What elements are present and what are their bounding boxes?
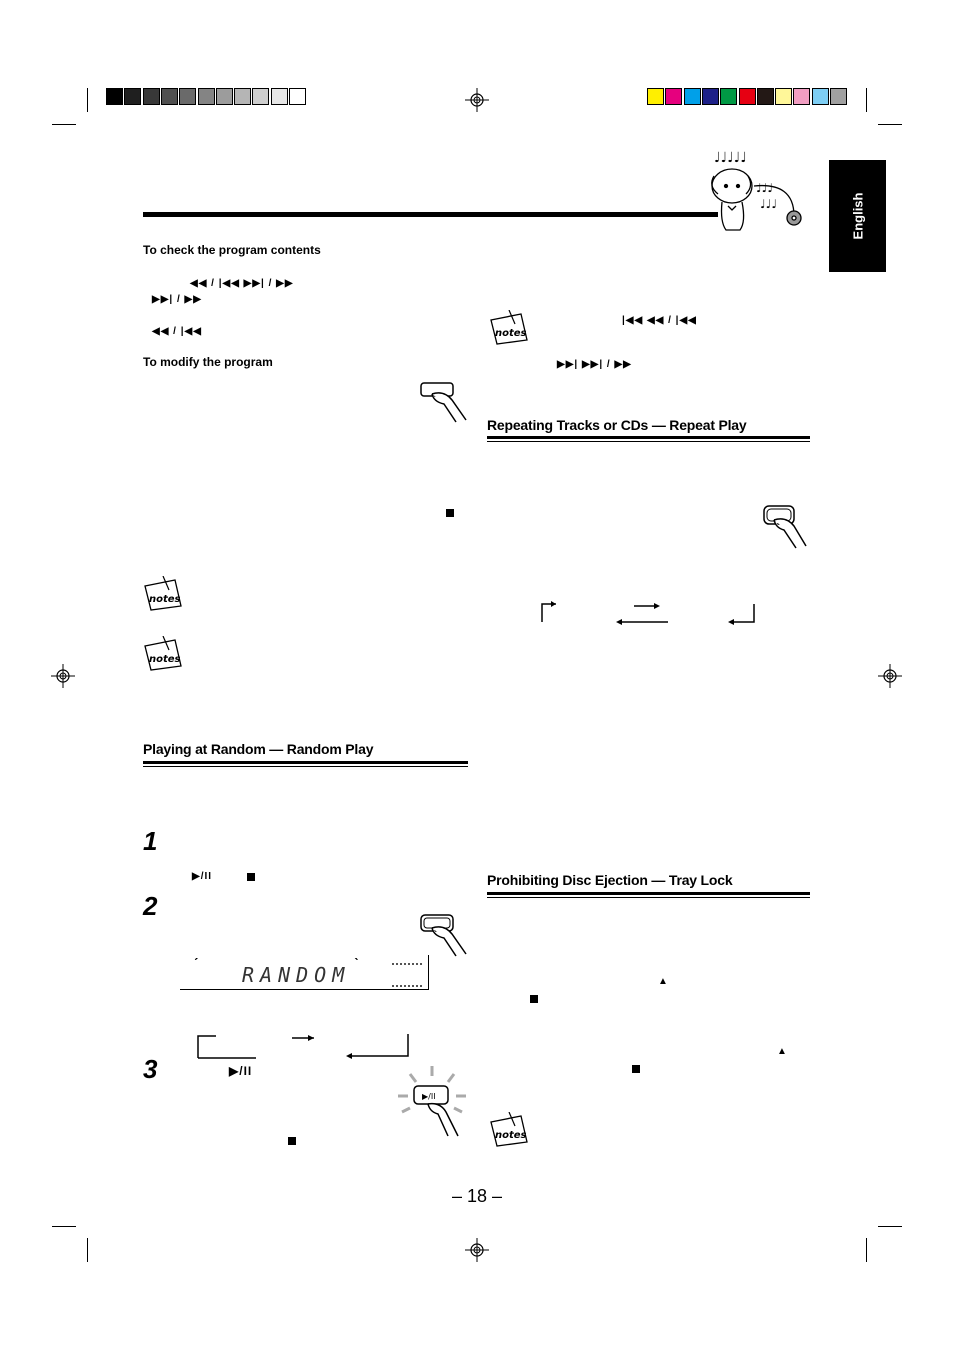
step-number: 3 [143, 1054, 158, 1084]
registration-mark-icon [465, 88, 489, 112]
color-swatch [270, 88, 288, 105]
crop-mark [52, 124, 76, 125]
display-text: RANDOM [242, 963, 351, 987]
color-swatch [124, 88, 142, 105]
color-swatch [215, 88, 233, 105]
color-swatch [701, 88, 719, 105]
back-buttons-symbol: ◀◀ / |◀◀ [152, 326, 202, 337]
step-number: 1 [143, 826, 158, 856]
notes-icon: notes [490, 1112, 528, 1147]
forward-buttons-symbol: ▶▶| / ▶▶ [152, 294, 202, 305]
play-pause-symbol: ▶/II [192, 871, 213, 882]
svg-text:notes: notes [149, 654, 181, 665]
heading-rule [487, 436, 810, 439]
display-tick: ˊ [194, 955, 199, 971]
registration-mark-icon [51, 664, 75, 688]
color-swatch [142, 88, 160, 105]
color-swatch [793, 88, 811, 105]
color-swatch [160, 88, 178, 105]
color-swatch [775, 88, 793, 105]
repeat-play-heading: Repeating Tracks or CDs — Repeat Play [487, 417, 747, 433]
random-play-heading: Playing at Random — Random Play [143, 741, 374, 757]
color-swatch [289, 88, 306, 105]
dog-mascot-icon: ♩♩♩♩♩ ♩♩♩ ♩♩♩ [711, 150, 802, 231]
svg-text:notes: notes [495, 328, 527, 339]
svg-text:♩♩♩: ♩♩♩ [756, 181, 773, 195]
skip-buttons-symbol: ◀◀ / |◀◀ ▶▶| / ▶▶ [190, 278, 294, 289]
stop-symbol-icon [530, 995, 538, 1003]
svg-text:notes: notes [149, 594, 181, 605]
notes-icon: notes [144, 576, 182, 611]
stop-symbol-icon [446, 509, 454, 517]
skip-back-symbol: |◀◀ ◀◀ / |◀◀ [622, 315, 697, 326]
stop-symbol-icon [247, 873, 255, 881]
page-number: – 18 – [451, 1186, 503, 1206]
crop-mark [878, 124, 902, 125]
crop-mark [52, 1226, 76, 1227]
skip-forward-symbol: ▶▶| ▶▶| / ▶▶ [557, 359, 632, 370]
crop-mark [866, 1238, 867, 1262]
color-swatch [720, 88, 738, 105]
flashing-play-button-icon: ▶/II [398, 1066, 466, 1137]
heading-rule [487, 441, 810, 442]
notes-icon: notes [490, 310, 528, 345]
display-tick: ˋ [354, 955, 359, 971]
heading-rule [487, 892, 810, 895]
color-swatch [811, 88, 829, 105]
crop-mark [87, 88, 88, 112]
language-tab: English [829, 160, 886, 272]
color-swatch [234, 88, 252, 105]
finger-press-icon [420, 914, 467, 957]
display-panel: ˊ ˋ RANDOM [180, 955, 429, 990]
svg-text:♩♩♩: ♩♩♩ [760, 197, 777, 211]
play-pause-symbol: ▶/II [229, 1064, 253, 1078]
button-label: ▶/II [422, 1092, 436, 1101]
color-swatch [179, 88, 197, 105]
svg-text:notes: notes [495, 1130, 527, 1141]
crop-mark [87, 1238, 88, 1262]
display-indicator-icon [392, 963, 422, 987]
crop-mark [866, 88, 867, 112]
modify-program-heading: To modify the program [143, 355, 273, 369]
color-swatch [665, 88, 683, 105]
mode-cycle-arrows-icon [197, 1034, 409, 1059]
tray-lock-heading: Prohibiting Disc Ejection — Tray Lock [487, 872, 733, 888]
color-swatch [106, 88, 123, 105]
stop-symbol-icon [288, 1137, 296, 1145]
color-swatch [647, 88, 664, 105]
registration-mark-icon [878, 664, 902, 688]
heading-rule [143, 766, 468, 767]
eject-symbol: ▲ [658, 976, 669, 987]
registration-mark-icon [465, 1238, 489, 1262]
color-swatch [738, 88, 756, 105]
finger-press-icon [763, 505, 807, 549]
language-tab-label: English [850, 192, 865, 240]
notes-icon: notes [144, 636, 182, 671]
finger-press-icon [420, 382, 467, 423]
heading-rule [143, 761, 468, 764]
color-swatch [252, 88, 270, 105]
heading-rule [487, 897, 810, 898]
step-number: 2 [143, 891, 158, 921]
color-swatch [683, 88, 701, 105]
header-rule [143, 212, 718, 217]
stop-symbol-icon [632, 1065, 640, 1073]
svg-text:♩♩♩♩♩: ♩♩♩♩♩ [714, 150, 747, 166]
color-swatch [197, 88, 215, 105]
color-swatch [756, 88, 774, 105]
crop-mark [878, 1226, 902, 1227]
eject-symbol: ▲ [777, 1046, 788, 1057]
color-swatch [830, 88, 847, 105]
check-program-heading: To check the program contents [143, 243, 321, 257]
repeat-cycle-arrows-icon [541, 601, 755, 625]
